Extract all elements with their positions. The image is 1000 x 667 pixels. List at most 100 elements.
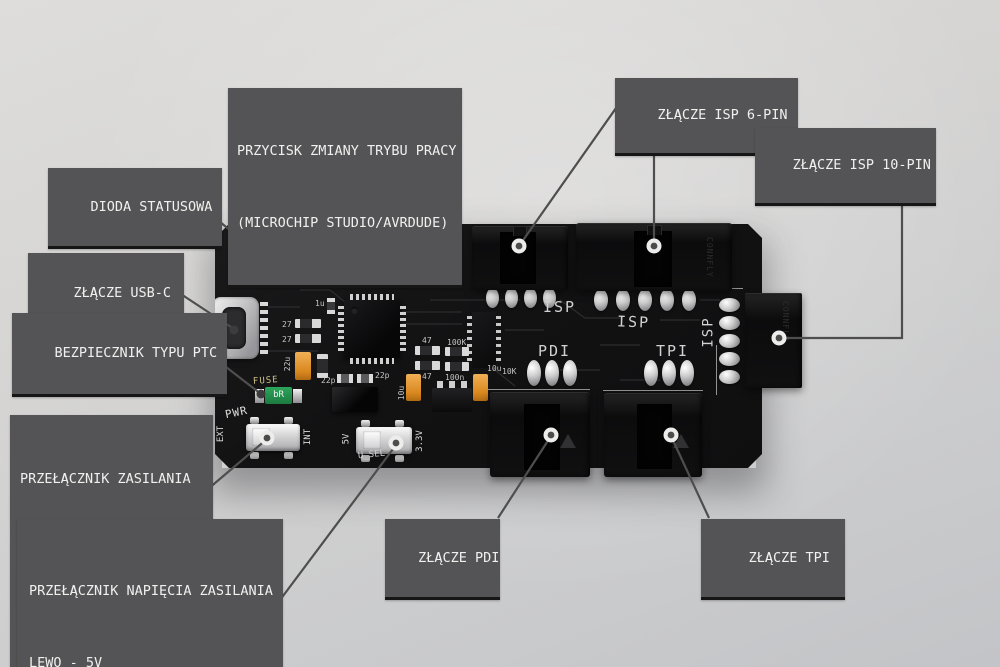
solder-pad [505,288,518,308]
3v3-silkscreen: 3.3V [414,430,425,452]
switch-pin [395,420,404,427]
solder-pad [719,334,740,348]
tpi-silkscreen: TPI [656,342,690,360]
usb-c-pins [260,302,268,356]
solder-pad [594,289,608,311]
smd-cap [337,374,353,383]
resistor-value: 47 [422,372,432,381]
soic-chip [467,312,501,368]
cap-value: 22p [321,376,336,385]
connector-key-notch [513,226,527,236]
resistor [295,334,321,343]
solder-pad [563,360,577,386]
tantalum-cap [406,374,421,401]
mcu-pins-right [400,306,406,352]
soic-pins-right [496,316,501,364]
callout-text: ZŁĄCZE PDI [418,550,500,566]
switch-pin [284,417,293,424]
switch-pin [284,452,293,459]
power-source-switch[interactable] [246,424,300,451]
connector-slot [637,404,672,469]
pdi-silkscreen: PDI [538,342,572,360]
solder-pad [662,360,676,386]
smd-cap [357,374,373,383]
callout-text: (MICROCHIP STUDIO/AVRDUDE) [237,215,449,231]
ptc-marking: bR [273,390,284,400]
solder-pad [524,288,537,308]
resistor [415,346,440,355]
solder-pad [682,289,696,311]
connector-slot [524,404,560,470]
resistor-value: 47 [422,336,432,345]
switch-knob[interactable] [252,428,270,446]
ptc-pad [293,389,302,403]
pwr-silkscreen: PWR [223,403,249,422]
callout-label-status-led: DIODA STATUSOWA [48,168,223,249]
silkscreen-line [488,389,590,390]
isp-silkscreen-right: ISP [616,312,651,332]
mcu-pins-top [350,294,394,300]
cap-value: 22u [283,356,293,372]
solder-pad [660,289,674,311]
connector-arrow [673,434,689,448]
resistor [445,347,469,356]
resistor-value: 27 [282,320,292,329]
connfly-marking: CONNFLY [781,301,790,342]
cap-value: 10u [397,385,407,401]
resistor-value: 27 [282,335,292,344]
solder-pad [644,360,658,386]
solder-pad [719,370,740,384]
callout-label-voltage-switch: PRZEŁĄCZNIK NAPIĘCIA ZASILANIA LEWO - 5V… [17,519,283,667]
callout-text: ZŁĄCZE ISP 6-PIN [657,107,788,123]
voltage-regulator [432,381,472,412]
mcu-pin1-dot [351,307,358,314]
callout-text: PRZEŁĄCZNIK NAPIĘCIA ZASILANIA [29,583,273,599]
mcu-pins-bottom [350,358,394,364]
isp-6pin-connector[interactable] [472,226,568,290]
connector-key-notch [647,225,662,235]
callout-text: ZŁĄCZE TPI [748,550,830,566]
isp-side-connector[interactable]: CONNFLY [745,293,802,388]
tantalum-cap [473,374,488,401]
callout-text: PRZEŁĄCZNIK ZASILANIA [20,471,191,487]
solder-pad [527,360,541,386]
solder-pad [719,316,740,330]
switch-knob[interactable] [363,431,381,449]
isp-silkscreen-side: ISP [700,316,717,348]
switch-pin [361,420,370,427]
callout-label-ptc-fuse: BEZPIECZNIK TYPU PTC [12,313,228,397]
int-silkscreen: INT [303,428,314,446]
pdi-connector[interactable] [490,392,590,477]
solder-pad [719,298,740,312]
tpi-connector[interactable] [604,393,702,477]
ext-silkscreen: EXT [216,425,227,443]
ptc-fuse[interactable]: bR [265,387,292,404]
ptc-pad [255,389,264,403]
silkscreen-line [716,345,717,395]
callout-label-isp-10pin: ZŁĄCZE ISP 10-PIN [755,128,936,206]
smd-cap [317,354,328,378]
connector-arrow [560,434,576,448]
resistor [295,319,321,328]
callout-text: PRZYCISK ZMIANY TRYBU PRACY [237,143,457,159]
cap-value: 22p [375,371,390,380]
connector-slot [500,232,536,284]
cap-value: 10u [487,364,502,373]
power-diode [332,387,378,412]
silkscreen-line [603,390,703,391]
callout-label-isp-6pin: ZŁĄCZE ISP 6-PIN [615,78,798,156]
5v-silkscreen: 5V [341,433,352,445]
callout-text: LEWO - 5V [29,655,103,667]
mcu-pins-left [338,306,344,352]
callout-text: ZŁĄCZE USB-C [73,285,172,301]
connfly-marking: CONNFLY [705,237,714,278]
callout-text: BEZPIECZNIK TYPU PTC [54,345,218,361]
resistor [445,362,469,371]
callout-text: ZŁĄCZE ISP 10-PIN [792,157,931,173]
isp-10pin-connector[interactable]: CONNFLY [576,223,732,291]
solder-pad [486,288,499,308]
smd-cap [327,298,335,314]
cap-value: 1u [315,299,325,308]
resistor [415,361,440,370]
